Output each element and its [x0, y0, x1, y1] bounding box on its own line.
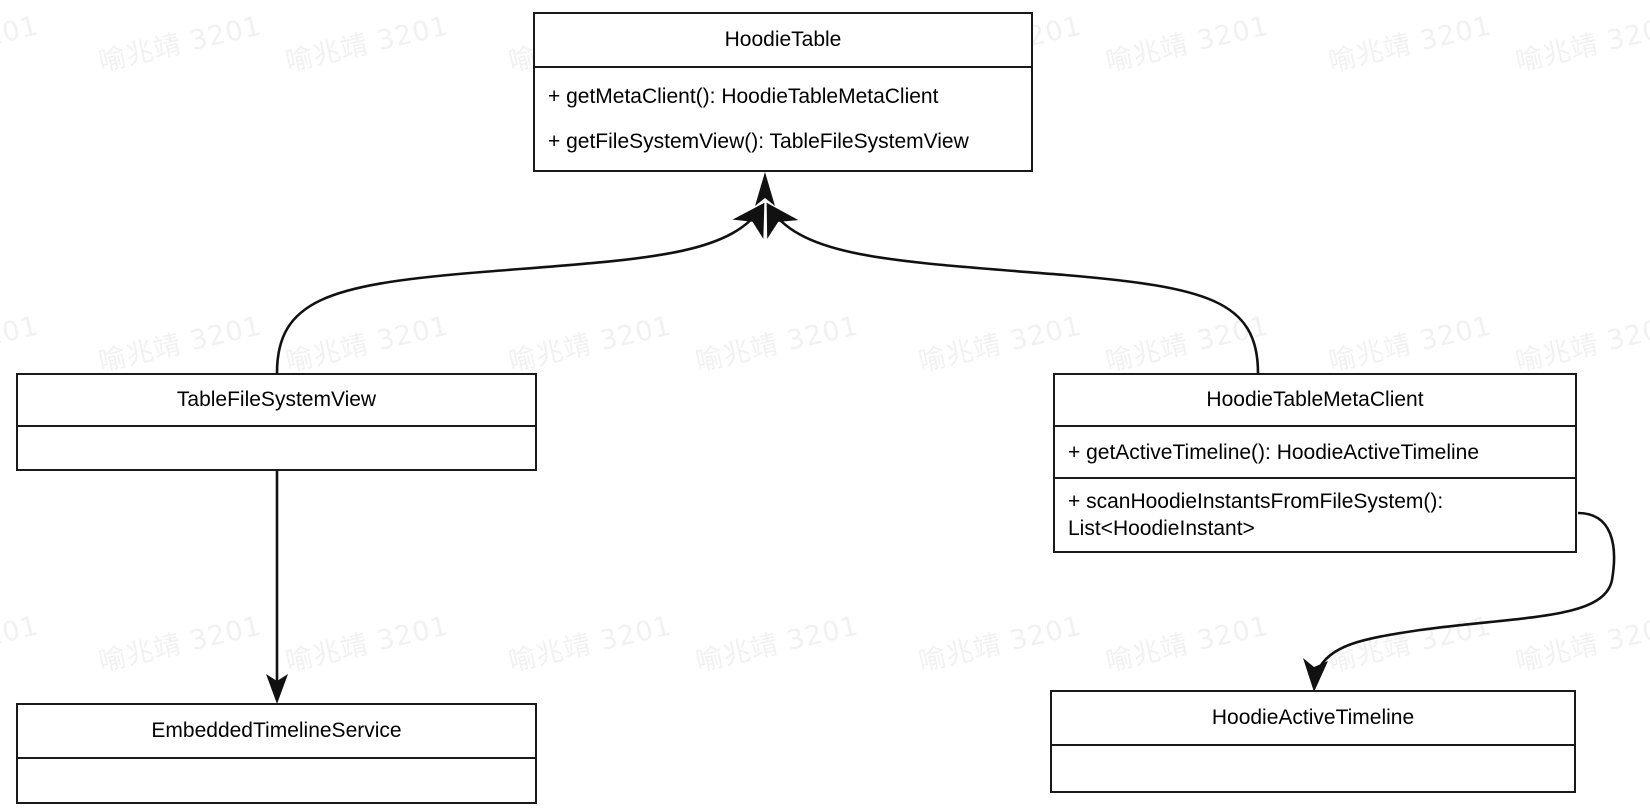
class-member: + scanHoodieInstantsFromFileSystem():: [1068, 490, 1444, 513]
class-title-compartment: HoodieActiveTimeline: [1052, 692, 1574, 744]
class-box-table-file-system-view[interactable]: TableFileSystemView: [16, 373, 537, 471]
class-members-compartment-secondary: + scanHoodieInstantsFromFileSystem(): Li…: [1055, 477, 1575, 551]
class-title-compartment: EmbeddedTimelineService: [18, 705, 535, 757]
class-box-hoodie-table-meta-client[interactable]: HoodieTableMetaClient + getActiveTimelin…: [1053, 373, 1577, 553]
class-member: + getFileSystemView(): TableFileSystemVi…: [548, 130, 969, 153]
class-member: + getActiveTimeline(): HoodieActiveTimel…: [1068, 440, 1480, 464]
class-box-embedded-timeline-service[interactable]: EmbeddedTimelineService: [16, 703, 537, 804]
class-members-compartment: [18, 425, 535, 469]
class-title-compartment: HoodieTableMetaClient: [1055, 375, 1575, 425]
class-members-compartment-primary: + getActiveTimeline(): HoodieActiveTimel…: [1055, 425, 1575, 477]
class-members-compartment: + getMetaClient(): HoodieTableMetaClient…: [535, 66, 1031, 170]
class-member: List<HoodieInstant>: [1068, 517, 1255, 540]
class-box-hoodie-active-timeline[interactable]: HoodieActiveTimeline: [1050, 690, 1576, 793]
class-member: + getMetaClient(): HoodieTableMetaClient: [548, 85, 939, 108]
class-title-compartment: HoodieTable: [535, 14, 1031, 66]
class-name-embedded-timeline-service: EmbeddedTimelineService: [151, 719, 402, 742]
class-name-table-file-system-view: TableFileSystemView: [176, 388, 377, 411]
class-name-hoodie-active-timeline: HoodieActiveTimeline: [1211, 706, 1415, 729]
class-members-compartment: [1052, 744, 1574, 791]
class-title-compartment: TableFileSystemView: [18, 375, 535, 425]
class-box-hoodie-table[interactable]: HoodieTable + getMetaClient(): HoodieTab…: [533, 12, 1033, 172]
class-members-compartment: [18, 757, 535, 802]
class-name-hoodie-table-meta-client: HoodieTableMetaClient: [1206, 388, 1424, 411]
class-name-hoodie-table: HoodieTable: [724, 28, 842, 51]
